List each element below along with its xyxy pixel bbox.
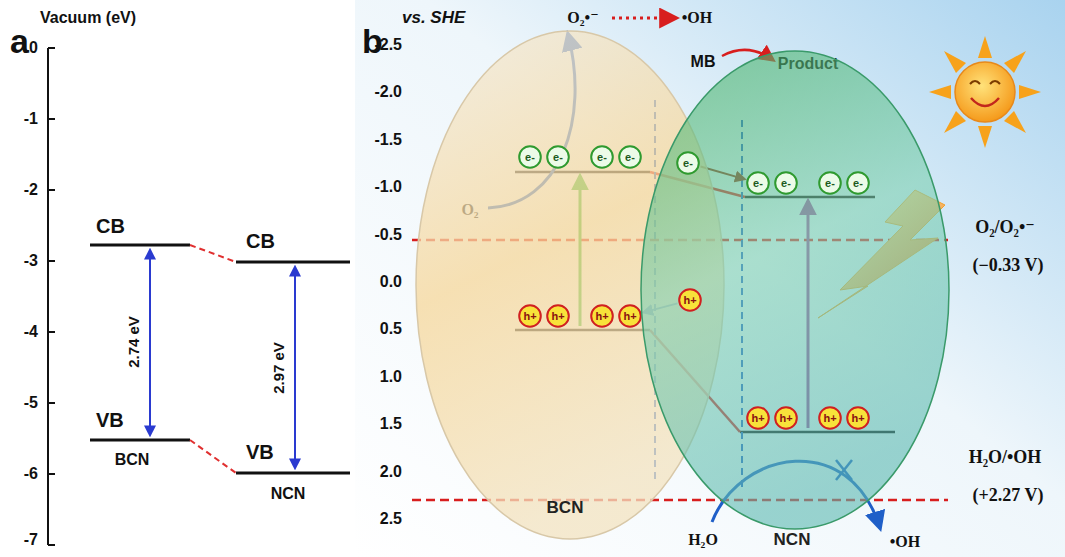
band-label: VB	[246, 441, 274, 463]
hole-symbol: h+	[851, 412, 864, 424]
tick-label: -0.5	[374, 226, 402, 244]
redox-couple: H₂O/•OH	[969, 448, 1042, 468]
axis-title: vs. SHE	[402, 9, 465, 28]
circle-outline	[819, 172, 841, 194]
electron-symbol: e-	[553, 151, 563, 163]
circle-outline	[547, 305, 569, 327]
hole-symbol: h+	[779, 412, 792, 424]
electron-symbol: e-	[825, 177, 835, 189]
electron-symbol: e-	[597, 151, 607, 163]
tick-label: -3	[24, 252, 38, 270]
electron-circle: e-	[618, 145, 642, 169]
tick-label: -5	[24, 394, 38, 412]
gap-label: 2.74 eV	[126, 316, 143, 368]
circle-outline	[619, 305, 641, 327]
circle-outline	[677, 152, 699, 174]
circle-outline	[547, 146, 569, 168]
axis-title: Vacuum (eV)	[40, 9, 136, 27]
circle-outline	[747, 407, 769, 429]
hole-circle: h+	[774, 406, 798, 430]
tick-label: -6	[24, 465, 38, 483]
electron-symbol: e-	[625, 151, 635, 163]
hole-symbol: h+	[683, 294, 696, 306]
gap-label: 2.97 eV	[271, 342, 288, 394]
hole-symbol: h+	[623, 310, 636, 322]
species-label: O₂•⁻	[567, 9, 598, 27]
tick-label: 0	[29, 39, 38, 57]
circle-outline	[747, 172, 769, 194]
tick-label: 2.5	[380, 510, 402, 528]
material-label: NCN	[271, 485, 306, 503]
circle-outline	[519, 305, 541, 327]
tick-label: -1.0	[374, 178, 402, 196]
tick-label: -7	[24, 531, 38, 549]
circle-outline	[775, 172, 797, 194]
hole-symbol: h+	[551, 310, 564, 322]
tick-label: 0.0	[380, 273, 402, 291]
species-label: •OH	[682, 9, 713, 27]
material-label: BCN	[547, 499, 584, 518]
electron-circle: e-	[546, 145, 570, 169]
hole-circle: h+	[518, 304, 542, 328]
redox-potential: (−0.33 V)	[973, 256, 1044, 276]
hole-circle: h+	[590, 304, 614, 328]
hole-circle: h+	[746, 406, 770, 430]
circle-outline	[591, 305, 613, 327]
circle-outline	[775, 407, 797, 429]
hole-symbol: h+	[523, 310, 536, 322]
circle-outline	[519, 146, 541, 168]
electron-circle: e-	[676, 151, 700, 175]
circle-outline	[619, 146, 641, 168]
circle-outline	[847, 407, 869, 429]
panel-letter: a	[10, 23, 29, 60]
species-label: MB	[691, 53, 716, 71]
tick-label: -1.5	[374, 131, 402, 149]
electron-circle: e-	[590, 145, 614, 169]
electron-symbol: e-	[753, 177, 763, 189]
circle-outline	[679, 289, 701, 311]
electron-symbol: e-	[525, 151, 535, 163]
band-label: CB	[246, 230, 275, 252]
electron-symbol: e-	[853, 177, 863, 189]
tick-label: 1.0	[380, 368, 402, 386]
electron-symbol: e-	[781, 177, 791, 189]
hole-circle: h+	[546, 304, 570, 328]
tick-label: -1	[24, 110, 38, 128]
electron-circle: e-	[518, 145, 542, 169]
tick-label: 0.5	[380, 320, 402, 338]
ellipse-outline	[641, 51, 949, 529]
tick-label: -2	[24, 181, 38, 199]
material-label: NCN	[774, 531, 811, 550]
circle-outline	[591, 146, 613, 168]
hole-circle: h+	[678, 288, 702, 312]
hole-symbol: h+	[751, 412, 764, 424]
electron-circle: e-	[774, 171, 798, 195]
tick-label: -2.0	[374, 83, 402, 101]
hole-circle: h+	[618, 304, 642, 328]
tick-label: 1.5	[380, 415, 402, 433]
band-label: VB	[96, 409, 124, 431]
material-label: BCN	[115, 451, 150, 469]
species-label: •OH	[890, 533, 921, 551]
tick-label: -4	[24, 323, 38, 341]
electron-circle: e-	[746, 171, 770, 195]
hole-symbol: h+	[595, 310, 608, 322]
band-label: CB	[96, 215, 125, 237]
electron-symbol: e-	[683, 157, 693, 169]
hole-circle: h+	[846, 406, 870, 430]
redox-couple: O₂/O₂•⁻	[975, 218, 1035, 238]
electron-circle: e-	[818, 171, 842, 195]
redox-potential: (+2.27 V)	[973, 486, 1044, 506]
species-label: H₂O	[688, 531, 718, 549]
hole-symbol: h+	[823, 412, 836, 424]
electron-circle: e-	[846, 171, 870, 195]
circle-outline	[847, 172, 869, 194]
hole-circle: h+	[818, 406, 842, 430]
tick-label: -2.5	[374, 36, 402, 54]
tick-label: 2.0	[380, 463, 402, 481]
circle-outline	[819, 407, 841, 429]
